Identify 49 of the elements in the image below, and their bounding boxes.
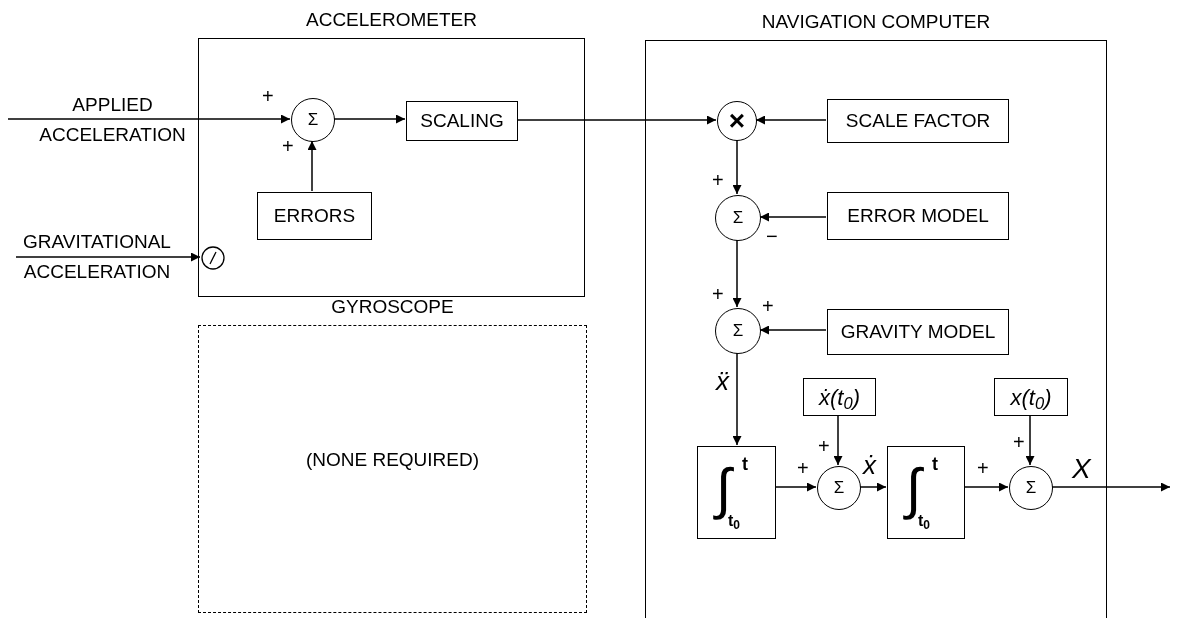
arrow xyxy=(7,114,291,124)
frame-heading: ACCELEROMETER xyxy=(305,8,478,32)
arrow xyxy=(307,140,317,192)
sign-label: + xyxy=(762,296,774,316)
arrow xyxy=(774,482,817,492)
block-box: SCALE FACTOR xyxy=(827,99,1009,143)
block-box: SCALING xyxy=(406,101,518,141)
arrow xyxy=(732,239,742,308)
arrow xyxy=(1025,414,1035,466)
block-box: ẋ(t$_{0}$) xyxy=(803,378,876,416)
block-box: ERRORS xyxy=(257,192,372,240)
sign-label: + xyxy=(977,458,989,478)
frame-heading: GYROSCOPE xyxy=(330,295,455,319)
arrow xyxy=(333,114,406,124)
frame-heading: NAVIGATION COMPUTER xyxy=(760,10,992,34)
signal-label: APPLIED ACCELERATION xyxy=(38,93,187,147)
arrow xyxy=(516,115,717,125)
arrow xyxy=(732,352,742,446)
sign-label: + xyxy=(797,458,809,478)
block-box: x(t$_{0}$) xyxy=(994,378,1068,416)
summing-junction: Σ xyxy=(1009,466,1053,510)
arrow xyxy=(759,212,827,222)
arrow xyxy=(15,252,201,262)
signal-label: ẋ xyxy=(863,452,878,478)
sign-label: + xyxy=(1013,432,1025,452)
sign-label: + xyxy=(282,136,294,156)
arrow xyxy=(859,482,887,492)
sign-label: + xyxy=(262,86,274,106)
sign-label: + xyxy=(712,284,724,304)
sign-label: − xyxy=(766,226,778,246)
signal-label: ẍ xyxy=(716,368,731,394)
block-box: GRAVITY MODEL xyxy=(827,309,1009,355)
summing-junction: Σ xyxy=(715,195,761,241)
arrow xyxy=(963,482,1009,492)
slash-circle xyxy=(201,246,225,270)
arrow xyxy=(755,115,827,125)
signal-label: X xyxy=(1072,455,1092,483)
sign-label: + xyxy=(712,170,724,190)
signal-label: GRAVITATIONAL ACCELERATION xyxy=(22,230,172,284)
summing-junction: Σ xyxy=(715,308,761,354)
arrow xyxy=(759,325,827,335)
summing-junction: Σ xyxy=(817,466,861,510)
block-box: ERROR MODEL xyxy=(827,192,1009,240)
arrow xyxy=(833,414,843,466)
summing-junction: Σ xyxy=(291,98,335,142)
arrow xyxy=(732,139,742,195)
arrow xyxy=(1051,482,1171,492)
frame-note: (NONE REQUIRED) xyxy=(304,448,481,472)
sign-label: + xyxy=(818,436,830,456)
